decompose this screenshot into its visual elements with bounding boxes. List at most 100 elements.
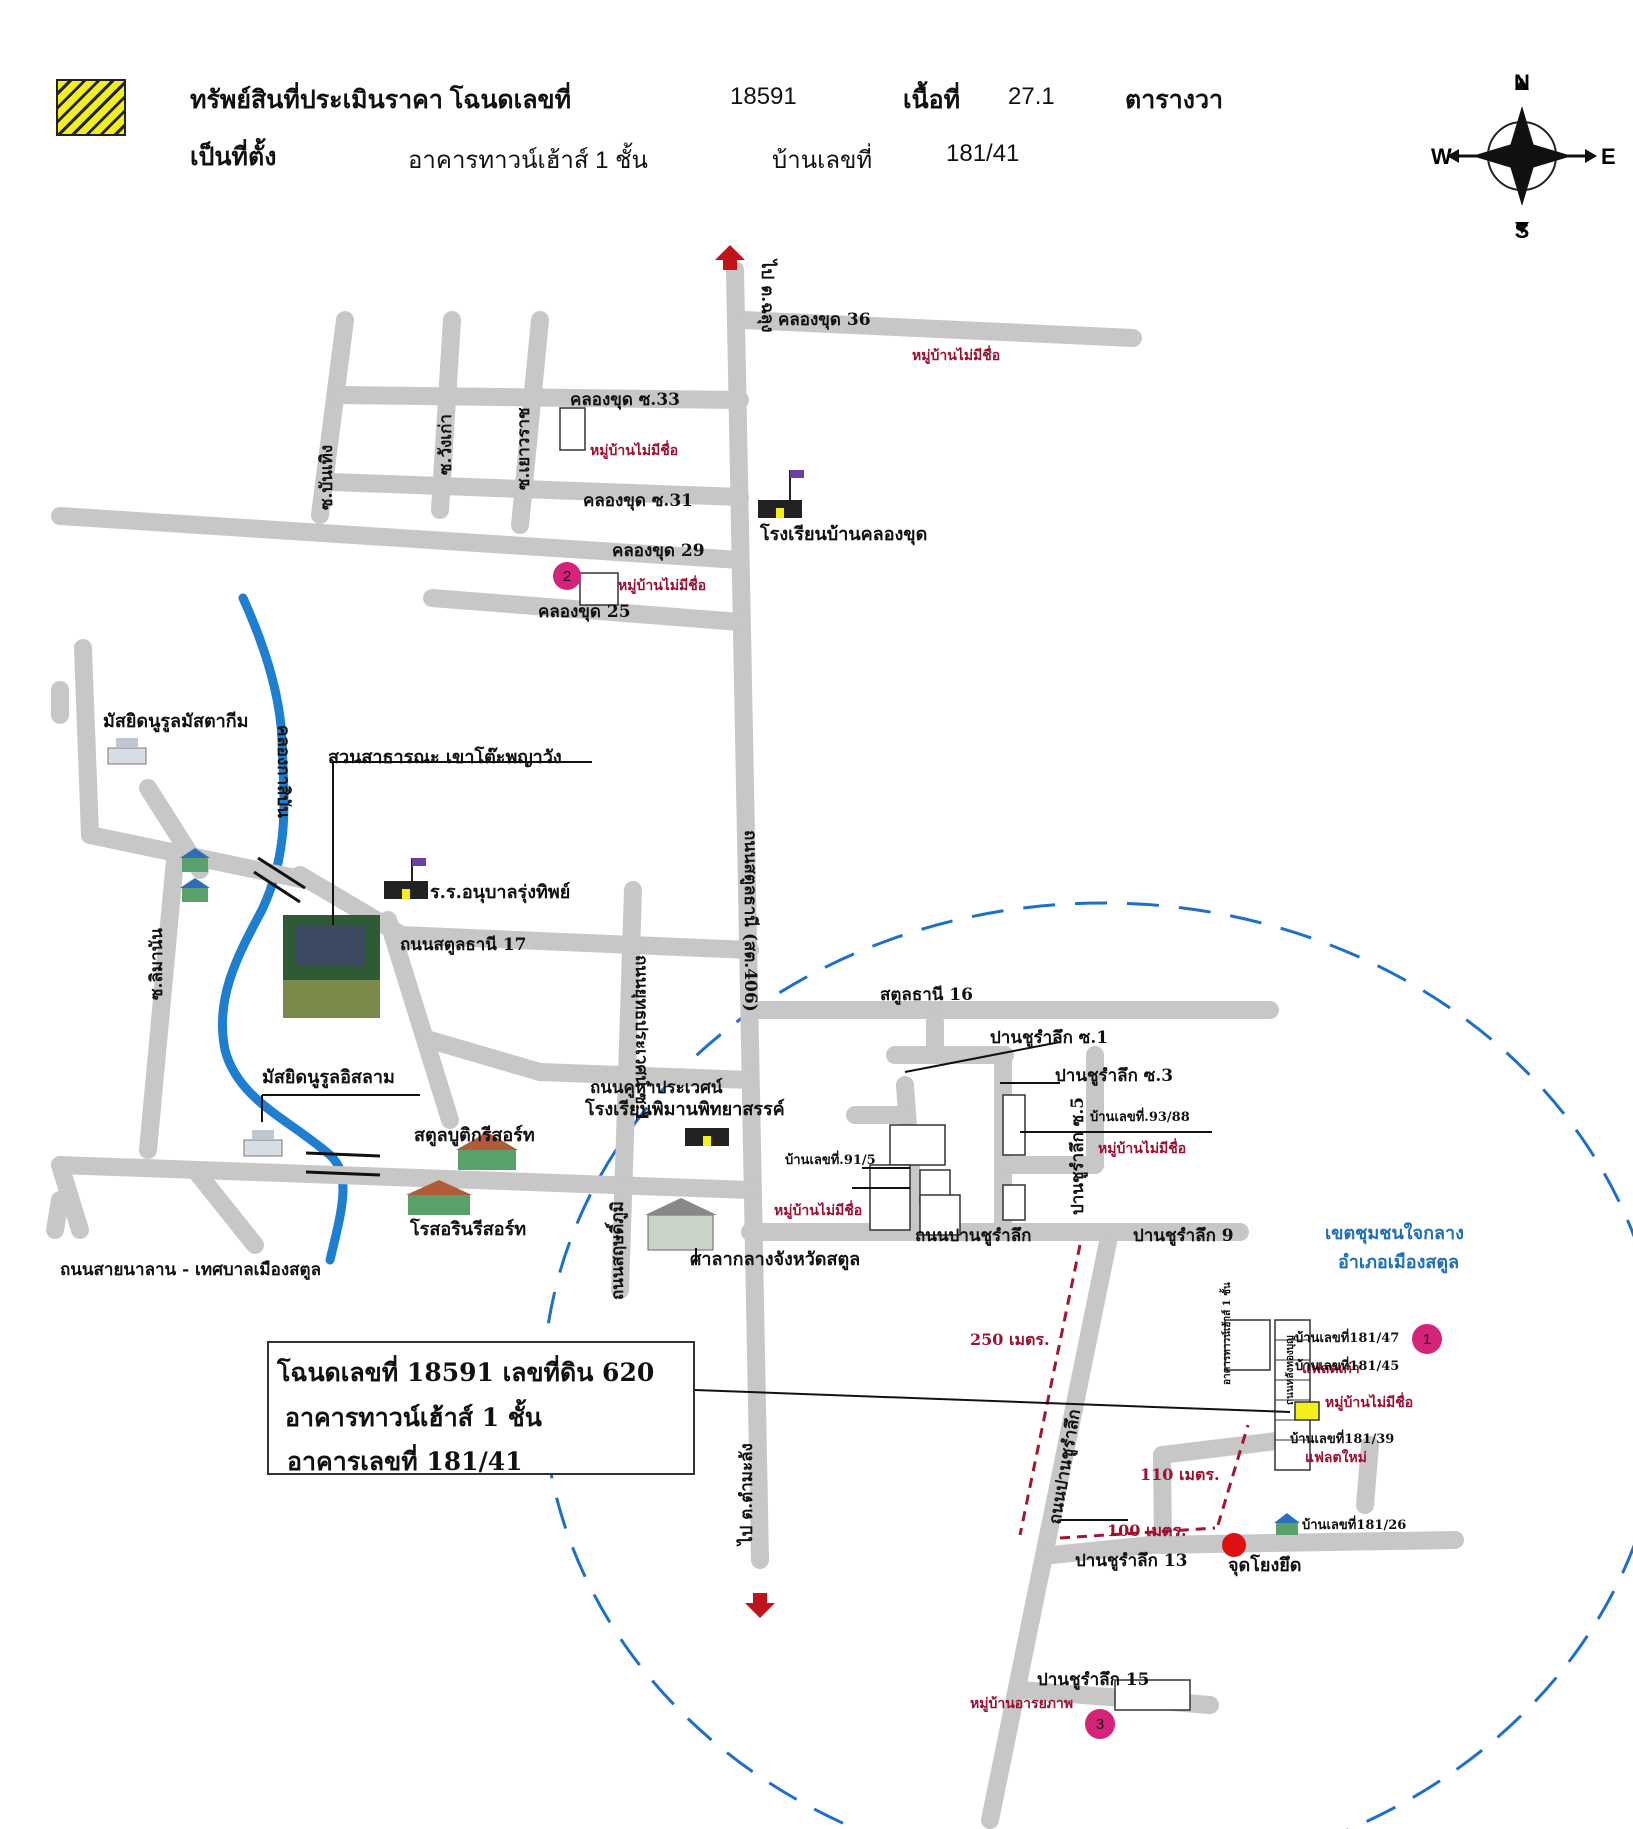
label-road-main: ถนนสตูลธานี (สต.406): [739, 830, 761, 1012]
label-house-93-88: บ้านเลขที่.93/88: [1090, 1107, 1190, 1125]
label-panchurlik: ถนนปานชูรำลึก: [915, 1226, 1031, 1247]
road-soi-east: [1356, 1436, 1379, 1514]
marker-3: 3: [1096, 1716, 1104, 1733]
housing-blocks: [559, 407, 1191, 1711]
community-zone-boundary: [541, 901, 1633, 1829]
townhouse-divisions: [1275, 1339, 1310, 1441]
label-khlongkhut-25: คลองขุด 25: [538, 602, 631, 622]
info-number-line: อาคารเลขที่ 181/41: [287, 1447, 523, 1476]
village-labels: หมู่บ้านไม่มีชื่อ หมู่บ้านไม่มีชื่อ หมู่…: [590, 345, 1413, 1712]
label-so-wangkao: ซ.วังเก่า: [436, 414, 456, 475]
label-panchurlik-main: ถนนปานชูรำลึก: [1045, 1408, 1086, 1526]
label-house-181-39: บ้านเลขที่181/39: [1290, 1429, 1394, 1447]
pointer-lines: [261, 761, 1291, 1521]
label-kindergarten: ร.ร.อนุบาลรุ่งทิพย์: [430, 881, 570, 904]
reference-point-icon: [1222, 1533, 1246, 1557]
label-city-hall: ศาลากลางจังหวัดสตูล: [690, 1249, 860, 1271]
road-sainalan-stub2: [46, 1191, 69, 1239]
road-khlongkhut-25: [423, 589, 749, 631]
label-house-181-45: บ้านเลขที่181/45: [1295, 1356, 1399, 1374]
small-vertical-labels: อาคารทาวน์เฮ้าส์ 1 ชั้น ถนนหลังทองบุญ: [1219, 1282, 1296, 1405]
school-phiman-icon: [685, 1128, 729, 1146]
label-village-5: หมู่บ้านไม่มีชื่อ: [774, 1200, 862, 1219]
label-rosarin: โรสอรินรีสอร์ท: [409, 1218, 526, 1240]
label-village-arayaphap: หมู่บ้านอารยภาพ: [970, 1696, 1073, 1712]
road-yutthaprawet-1: [611, 881, 642, 1299]
label-so-limmana: ซ.ลิมานัน: [147, 928, 167, 1000]
label-zone-line1: เขตชุมชนใจกลาง: [1325, 1222, 1464, 1245]
label-khlongkhut-33: คลองขุด ซ.33: [570, 390, 680, 410]
road-sainalan-branch: [186, 1161, 264, 1254]
road-kuhaprawet: [531, 1063, 759, 1089]
label-panchurlik-s3: ปานชูรำลึก ซ.3: [1055, 1066, 1173, 1087]
label-village-2: หมู่บ้านไม่มีชื่อ: [590, 440, 678, 459]
road-sainalan: [51, 1156, 759, 1199]
road-satun-thani-17: [391, 926, 759, 959]
zone-labels: เขตชุมชนใจกลาง อำเภอเมืองสตูล: [1325, 1222, 1464, 1274]
road-khlongkhut-33: [329, 386, 749, 409]
distance-arrows: [1018, 1244, 1250, 1540]
label-distance-100: 100 เมตร.: [1107, 1521, 1187, 1540]
label-panchurlik-s5: ปานชูรำลึก ซ.5: [1068, 1097, 1089, 1215]
label-satun-thani-16: สตูลธานี 16: [880, 984, 973, 1006]
label-townhouse-small: อาคารทาวน์เฮ้าส์ 1 ชั้น: [1219, 1282, 1233, 1385]
header-house-label: บ้านเลขที่: [772, 147, 873, 174]
road-so-limmana: [139, 851, 184, 1159]
label-samantapradit: ถนนสฤษดิ์ภูมิ: [604, 1201, 629, 1300]
label-khlongkhut-36: คลองขุด 36: [778, 310, 871, 330]
mosque-nurulmus-icon: [107, 738, 147, 765]
label-flat-old: แฟลตเก่า: [1302, 1361, 1360, 1377]
label-reference-point: จุดโยงยึด: [1228, 1554, 1301, 1577]
label-village-6: หมู่บ้านไม่มีชื่อ: [1325, 1392, 1413, 1411]
subject-property-legend-swatch: [56, 79, 126, 136]
road-panchurlik-main: [981, 1233, 1117, 1829]
school-khlongkhut-icon: [758, 470, 804, 518]
label-panchurlik-s1: ปานชูรำลึก ซ.1: [990, 1028, 1108, 1049]
road-west-1: [74, 639, 99, 844]
marker-circles: [553, 562, 1442, 1739]
compass-west: W: [1431, 144, 1452, 169]
label-satun-thani-17: ถนนสตูลธานี 17: [400, 934, 527, 956]
road-park-south: [379, 911, 459, 1129]
header-building-type: อาคารทาวน์เฮ้าส์ 1 ชั้น: [408, 147, 648, 174]
road-network: [46, 261, 1464, 1829]
compass-rose-icon: N S W E: [1431, 70, 1616, 240]
arrow-south-icon: [745, 1593, 775, 1618]
road-panchurlik-13-ne: [1153, 1431, 1294, 1464]
park-photo: [283, 915, 380, 1018]
label-road-small: ถนนหลังทองบุญ: [1284, 1335, 1296, 1405]
label-house-181-47: บ้านเลขที่181/47: [1295, 1328, 1399, 1346]
label-flat-new: แฟลตใหม่: [1305, 1448, 1367, 1466]
header-area-label: เนื้อที่: [903, 86, 961, 114]
marker-1: 1: [1423, 1331, 1431, 1348]
house-icons: [180, 848, 1300, 1535]
label-to-tammalang: ไป ต.ตำมะลัง: [736, 1443, 757, 1547]
label-village-1: หมู่บ้านไม่มีชื่อ: [912, 345, 1000, 364]
bridge-icons: [253, 856, 381, 1177]
label-distance-110: 110 เมตร.: [1140, 1465, 1220, 1484]
label-panchurlik-9: ปานชูรำลึก 9: [1133, 1226, 1234, 1247]
road-panchurlik-13-west: [1043, 1536, 1159, 1564]
header-house-number: 181/41: [946, 140, 1020, 167]
label-house-91-5: บ้านเลขที่.91/5: [785, 1150, 876, 1168]
label-kuhaprawet: ถนนคูหาประเวศน์: [590, 1077, 723, 1099]
road-kuhaprawet-west: [421, 1031, 549, 1081]
compass-east: E: [1601, 144, 1616, 169]
compass-south: S: [1515, 218, 1530, 240]
road-khlongkhut-36: [734, 311, 1142, 347]
label-house-181-26: บ้านเลขที่181/26: [1302, 1515, 1406, 1533]
compass-north: N: [1514, 70, 1530, 95]
city-hall-icon: [645, 1198, 717, 1251]
label-mosque-nurulislam: มัสยิดนูรูลอิสลาม: [262, 1067, 395, 1089]
info-deed-line: โฉนดเลขที่ 18591 เลขที่ดิน 620: [277, 1358, 655, 1387]
label-so-banthing: ซ.บันเทิง: [317, 445, 337, 510]
label-sainalan: ถนนสายนาลาน - เทศบาลเมืองสตูล: [60, 1259, 321, 1281]
road-khlongkhut-31: [323, 473, 749, 506]
label-school-khlongkhut: โรงเรียนบ้านคลองขุด: [759, 523, 927, 546]
header-location-label: เป็นที่ตั้ง: [190, 143, 277, 171]
label-khlong-tamban: คลองกาสิบัน: [273, 725, 293, 818]
distance-labels: 250 เมตร. 110 เมตร. 100 เมตร.: [970, 1330, 1220, 1540]
label-satun-boutique: สตูลบูติกรีสอร์ท: [414, 1124, 535, 1147]
label-village-4: หมู่บ้านไม่มีชื่อ: [1098, 1138, 1186, 1157]
